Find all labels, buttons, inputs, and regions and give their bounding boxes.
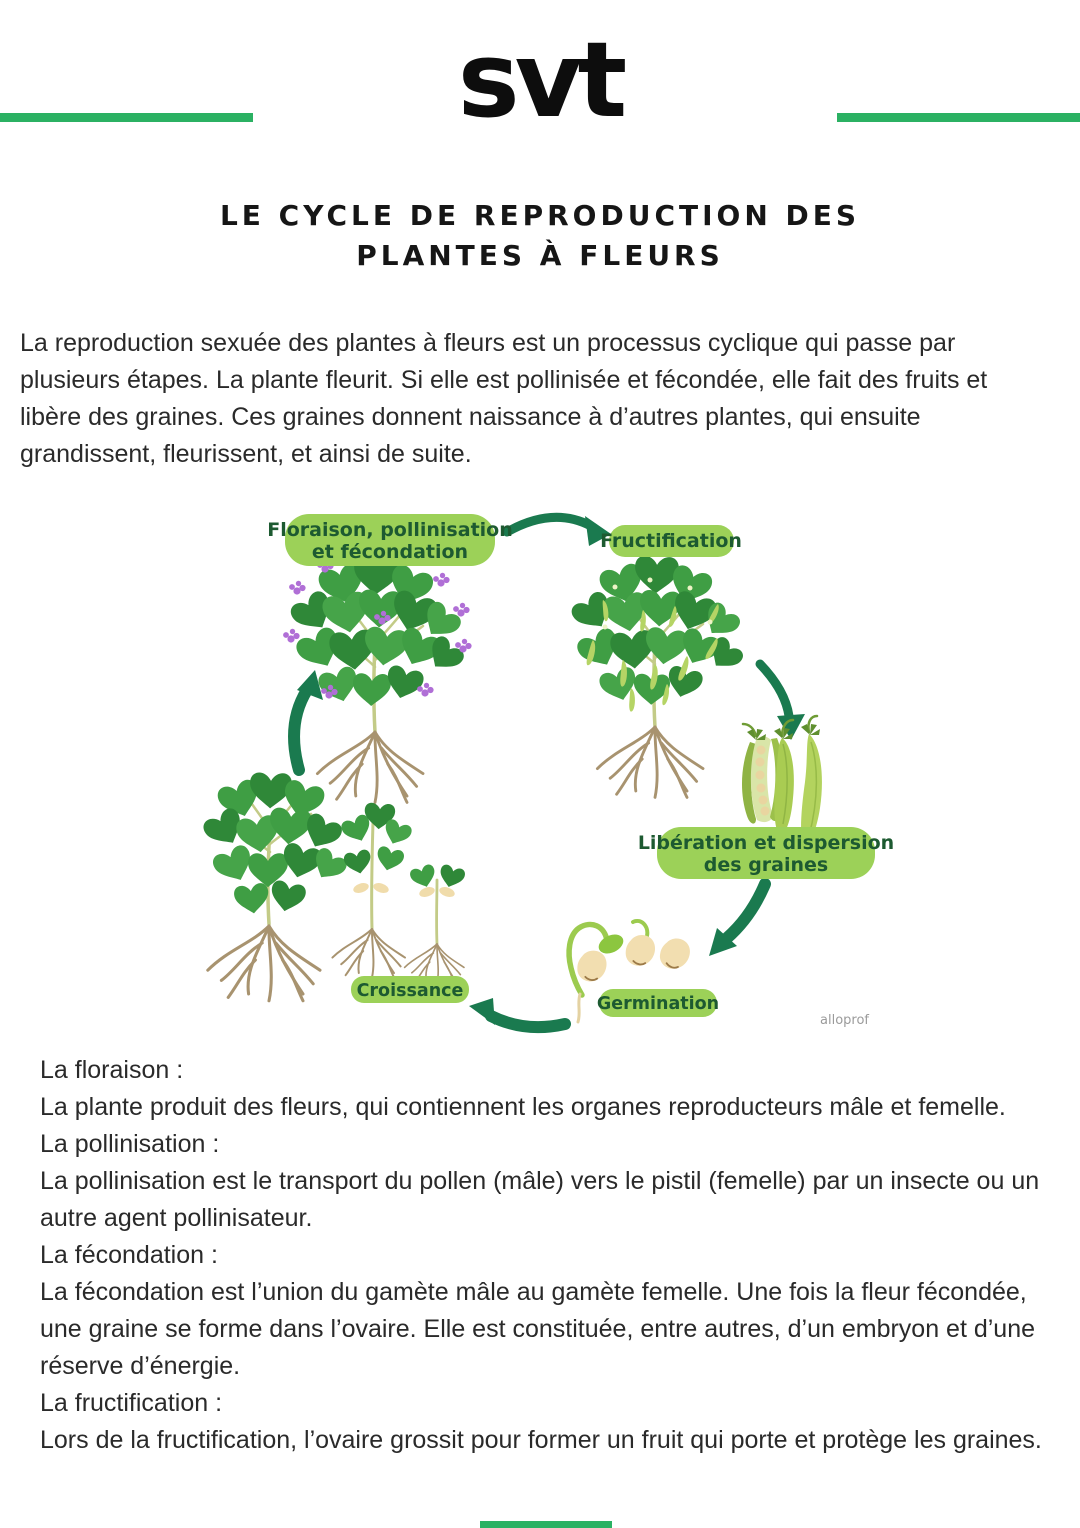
stage-label-floraison-line2: et fécondation [312, 541, 468, 563]
definition-term-floraison: La floraison : [40, 1056, 184, 1084]
cycle-arrow-floraison-to-fructification [502, 512, 611, 546]
top-right-divider [837, 113, 1080, 122]
page-title-line1: LE CYCLE DE REPRODUCTION DES [219, 199, 861, 232]
definition-text-fecondation: La fécondation est l’union du gamète mâl… [40, 1278, 1036, 1380]
cycle-arrow-germination-to-croissance [469, 998, 571, 1034]
stage-pill-floraison: Floraison, pollinisation et fécondation [267, 514, 513, 566]
intro-paragraph: La reproduction sexuée des plantes à fle… [20, 329, 988, 468]
cycle-arrow-fructification-to-liberation [755, 659, 805, 740]
top-left-divider [0, 113, 253, 122]
stage-pill-fructification: Fructification [600, 525, 742, 557]
svt-logo: svt [457, 19, 627, 141]
definition-text-pollinisation: La pollinisation est le transport du pol… [40, 1167, 1040, 1232]
stage-label-floraison-line1: Floraison, pollinisation [267, 519, 513, 541]
pod-sepals [747, 724, 820, 740]
germinating-seeds-illustration [566, 919, 695, 1024]
definition-term-fecondation: La fécondation : [40, 1241, 218, 1269]
growth-plants-illustration [200, 772, 467, 1003]
definition-text-fructification: Lors de la fructification, l’ovaire gros… [40, 1426, 1042, 1454]
stage-label-germination: Germination [597, 994, 719, 1014]
stage-pill-liberation: Libération et dispersion des graines [638, 827, 894, 879]
definitions-section: La floraison : La plante produit des fle… [40, 1052, 1042, 1459]
seeds-inside-pod [755, 745, 770, 816]
alloprof-watermark: alloprof [820, 1013, 869, 1028]
definition-term-fructification: La fructification : [40, 1389, 223, 1417]
stage-pill-croissance: Croissance [351, 976, 469, 1003]
fruiting-plant-illustration [568, 555, 746, 799]
page-title: LE CYCLE DE REPRODUCTION DES PLANTES À F… [0, 196, 1080, 276]
pale-blossoms [602, 577, 713, 630]
seed-pods-illustration [741, 714, 822, 845]
stage-label-croissance: Croissance [357, 981, 464, 1001]
stage-label-liberation-line2: des graines [704, 854, 828, 876]
cycle-arrow-liberation-to-germination [709, 878, 771, 956]
stage-label-fructification: Fructification [600, 530, 742, 552]
definition-text-floraison: La plante produit des fleurs, qui contie… [40, 1093, 1006, 1121]
bottom-divider [480, 1521, 612, 1528]
stage-pill-germination: Germination [597, 989, 719, 1017]
definition-term-pollinisation: La pollinisation : [40, 1130, 220, 1158]
stage-label-liberation-line1: Libération et dispersion [638, 832, 894, 854]
cycle-arrow-croissance-to-floraison [288, 670, 323, 776]
flowering-plant-illustration [283, 542, 472, 804]
page-title-line2: PLANTES À FLEURS [356, 239, 724, 272]
plant-reproduction-cycle-diagram: Floraison, pollinisation et fécondation … [200, 512, 894, 1034]
